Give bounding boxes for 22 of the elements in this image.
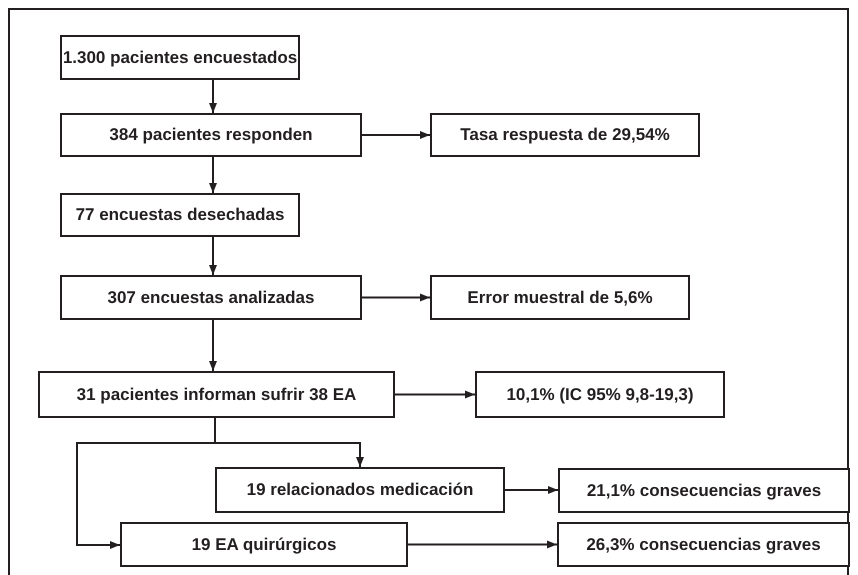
arrow: [505, 486, 558, 494]
process-box: 19 EA quirúrgicos: [120, 522, 408, 567]
arrow: [209, 237, 217, 275]
process-box: 26,3% consecuencias graves: [557, 522, 850, 567]
process-box: 307 encuestas analizadas: [60, 275, 362, 320]
arrow: [76, 418, 216, 549]
process-box: 1.300 pacientes encuestados: [60, 35, 300, 80]
process-box: Error muestral de 5,6%: [430, 275, 690, 320]
arrow: [362, 131, 430, 139]
process-box: 21,1% consecuencias graves: [558, 468, 850, 513]
arrow: [362, 294, 430, 302]
process-box: 19 relacionados medicación: [215, 467, 505, 513]
process-box: 77 encuestas desechadas: [60, 193, 300, 237]
process-box: Tasa respuesta de 29,54%: [430, 113, 700, 157]
arrow: [209, 157, 217, 193]
arrow: [209, 80, 217, 113]
arrow: [408, 540, 557, 548]
arrow: [209, 320, 217, 371]
arrow: [395, 390, 475, 398]
process-box: 10,1% (IC 95% 9,8-19,3): [475, 371, 725, 418]
process-box: 384 pacientes responden: [60, 113, 362, 157]
process-box: 31 pacientes informan sufrir 38 EA: [38, 371, 395, 418]
